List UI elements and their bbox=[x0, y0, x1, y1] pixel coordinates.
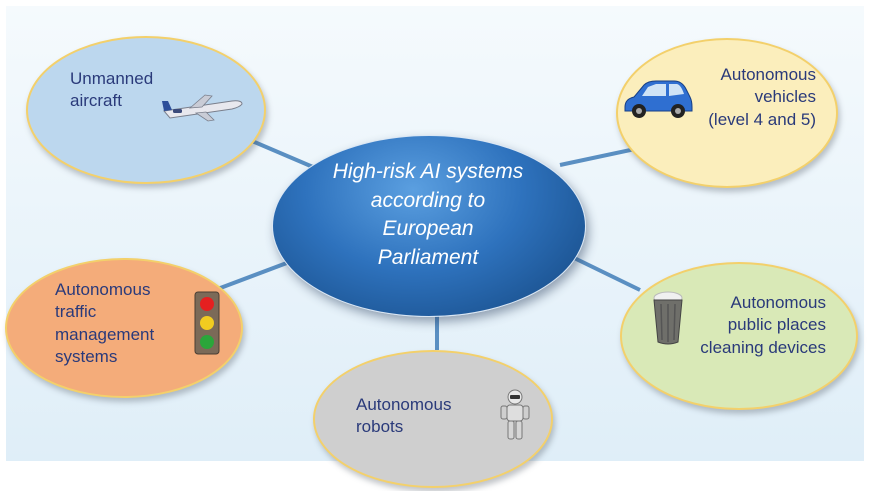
label-line: public places bbox=[727, 315, 826, 335]
label-line: Autonomous bbox=[730, 293, 826, 312]
connector-aircraft bbox=[244, 136, 321, 172]
node-autonomous-vehicles-label: Autonomous vehicles (level 4 and 5) bbox=[700, 64, 816, 131]
center-label: High-risk AI systems according to Europe… bbox=[272, 158, 584, 272]
node-autonomous-vehicles bbox=[616, 38, 838, 188]
center-label-line: Parliament bbox=[377, 245, 479, 269]
label-line: management bbox=[55, 324, 155, 344]
center-high-risk-ai-systems bbox=[272, 135, 586, 317]
label-line: traffic bbox=[55, 302, 97, 322]
label-line: (level 4 and 5) bbox=[708, 109, 816, 129]
center-label-line: High-risk AI systems bbox=[332, 160, 524, 183]
airplane-icon bbox=[162, 94, 243, 122]
connector-cleaning bbox=[567, 253, 641, 292]
label-line: cleaning devices bbox=[700, 337, 826, 357]
car-icon bbox=[624, 80, 693, 118]
node-traffic-management-label: Autonomous traffic management systems bbox=[55, 279, 154, 369]
label-line: aircraft bbox=[70, 91, 122, 111]
label-line: Autonomous bbox=[720, 65, 816, 84]
robot-icon bbox=[500, 389, 530, 440]
label-line: Unmanned bbox=[70, 69, 154, 88]
center-label-line: European bbox=[382, 217, 474, 241]
center-label-line: according to bbox=[370, 188, 486, 212]
label-line: Autonomous bbox=[55, 280, 151, 299]
node-autonomous-robots-label: Autonomous robots bbox=[356, 394, 451, 439]
label-line: systems bbox=[55, 347, 118, 367]
trash-bin-icon bbox=[653, 291, 683, 345]
label-line: Autonomous bbox=[356, 395, 452, 414]
label-line: vehicles bbox=[754, 87, 816, 107]
traffic-light-icon bbox=[194, 291, 220, 355]
node-cleaning-devices-label: Autonomous public places cleaning device… bbox=[696, 292, 826, 359]
label-line: robots bbox=[356, 417, 404, 437]
node-unmanned-aircraft-label: Unmanned aircraft bbox=[70, 68, 153, 113]
connector-vehicles bbox=[559, 146, 641, 167]
